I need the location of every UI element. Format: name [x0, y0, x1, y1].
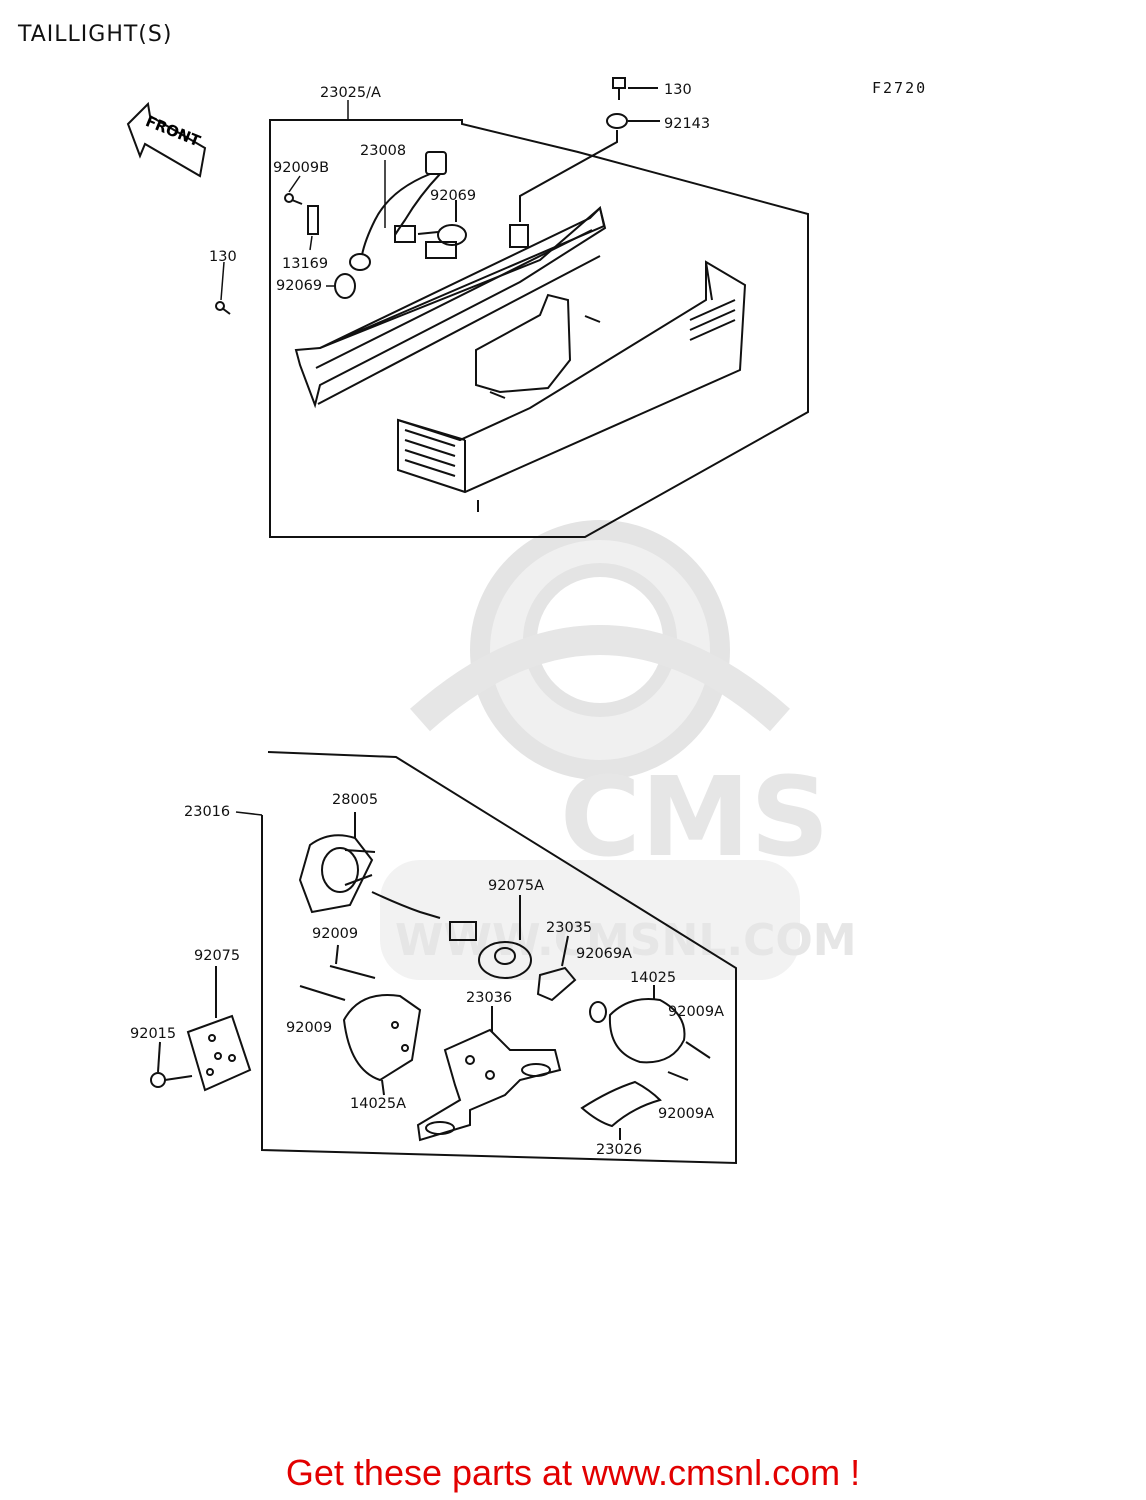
spacer-13169 [307, 205, 319, 235]
wiring-harness [349, 151, 447, 271]
label-92069-lower: 92069 [276, 278, 322, 294]
lamp-housing-28005 [298, 812, 477, 941]
label-92015: 92015 [130, 1026, 176, 1042]
label-23008: 23008 [360, 143, 406, 159]
lower-assembly: 23016 28005 92075A 92009 23035 92069A 14… [130, 751, 737, 1165]
label-23016: 23016 [184, 804, 230, 820]
watermark-brand: CMS [560, 753, 829, 881]
screws-92009 [299, 944, 711, 1081]
label-92009-upper: 92009 [312, 926, 358, 942]
label-23025a: 23025/A [320, 85, 381, 101]
bulb-92069a [589, 1001, 607, 1023]
upper-assembly: 23025/A 130 92143 23008 92009B 92069 131… [209, 77, 809, 538]
plate-92075 [186, 966, 252, 1092]
nut-92015 [150, 1041, 193, 1088]
label-13169: 13169 [282, 256, 328, 272]
taillight-housing [294, 206, 607, 409]
bulb-92069-lower [334, 273, 356, 299]
label-130-top: 130 [664, 82, 692, 98]
gasket-plate [475, 293, 572, 394]
bracket-23036 [416, 1006, 562, 1142]
label-28005: 28005 [332, 792, 378, 808]
taillight-lens [397, 260, 747, 494]
page-title: TAILLIGHT(S) [18, 22, 173, 47]
label-92009-lower: 92009 [286, 1020, 332, 1036]
label-92009a-lower: 92009A [658, 1106, 714, 1122]
bulb-92069-upper [417, 200, 467, 246]
label-23035: 23035 [546, 920, 592, 936]
label-23026: 23026 [596, 1142, 642, 1158]
leader-lines-upper [220, 100, 386, 301]
washer-92143 [519, 113, 660, 222]
label-92143: 92143 [664, 116, 710, 132]
label-14025: 14025 [630, 970, 676, 986]
lens-14025 [608, 985, 686, 1064]
screw-130-top [612, 77, 658, 100]
label-130-left: 130 [209, 249, 237, 265]
reflector-23026 [580, 1080, 662, 1140]
watermark-logo: CMS WWW.CMSNL.COM [380, 520, 857, 980]
label-92009a-upper: 92009A [668, 1004, 724, 1020]
screw-130-left [215, 301, 231, 315]
lens-14025a [342, 994, 422, 1096]
label-92009b: 92009B [273, 160, 329, 176]
figure-code: F2720 [872, 79, 927, 97]
bracket-23035 [536, 935, 577, 1002]
lens-screws [477, 315, 601, 512]
label-92069a: 92069A [576, 946, 632, 962]
socket-92075a [478, 895, 532, 979]
label-14025a: 14025A [350, 1096, 406, 1112]
label-92069-upper: 92069 [430, 188, 476, 204]
label-23036: 23036 [466, 990, 512, 1006]
label-92075a: 92075A [488, 878, 544, 894]
front-arrow-icon: FRONT [126, 101, 207, 178]
footer-promo-link[interactable]: Get these parts at www.cmsnl.com ! [285, 1452, 861, 1493]
screw-92009b [284, 193, 303, 205]
label-92075: 92075 [194, 948, 240, 964]
